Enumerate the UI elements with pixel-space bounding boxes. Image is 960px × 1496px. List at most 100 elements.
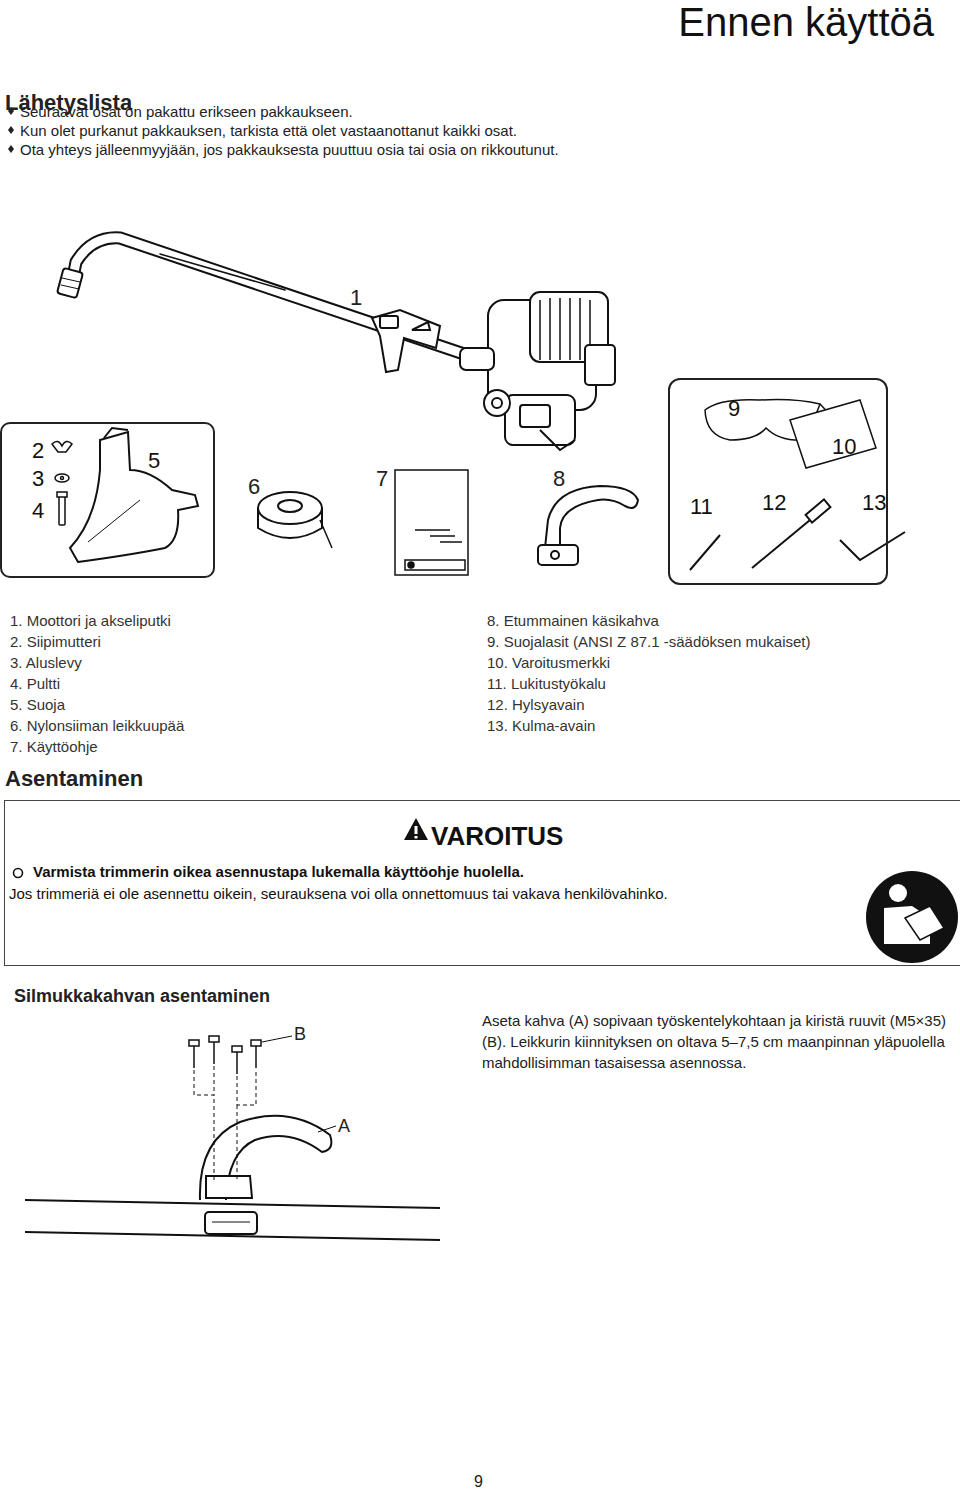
drawing-part <box>405 560 465 570</box>
drawing-part <box>255 1046 257 1068</box>
part-list-item: 9. Suojalasit (ANSI Z 87.1 -säädöksen mu… <box>487 633 810 651</box>
bullet-text: Kun olet purkanut pakkauksen, tarkista e… <box>20 122 517 140</box>
drawing-part <box>520 405 550 427</box>
bullet-text: Ota yhteys jälleenmyyjään, jos pakkaukse… <box>20 141 559 159</box>
callout-number: 7 <box>376 466 388 492</box>
trimmer-head <box>258 492 332 548</box>
drawing-part <box>540 298 590 360</box>
callout-number: 4 <box>32 498 44 524</box>
drawing-part <box>372 310 440 372</box>
drawing-part <box>194 1070 214 1180</box>
drawing-part <box>104 428 128 438</box>
drawing-part <box>205 1212 257 1234</box>
drawing-part <box>492 398 502 408</box>
warning-box: VAROITUS Varmista trimmerin oikea asennus… <box>4 800 960 966</box>
accessory-box: 910111213 <box>668 378 888 585</box>
warning-text: Varmista trimmerin oikea asennustapa luk… <box>33 863 524 881</box>
drawing-part <box>505 395 575 445</box>
drawing-part <box>236 1052 238 1074</box>
drawing-part <box>57 268 83 298</box>
part-list-item: 8. Etummainen käsikahva <box>487 612 659 630</box>
subsection-heading: Silmukkakahvan asentaminen <box>14 986 270 1008</box>
drawing-part <box>540 430 575 450</box>
warning-triangle <box>404 818 428 840</box>
drawing-part <box>320 520 332 548</box>
drawing-part <box>61 285 79 289</box>
callout-letter: A <box>338 1116 350 1138</box>
drawing-part <box>395 470 468 575</box>
drawing-part <box>25 1200 440 1208</box>
part-list-item: 1. Moottori ja akseliputki <box>10 612 171 630</box>
drawing-part <box>404 818 428 840</box>
drawing-part <box>430 535 455 537</box>
engine <box>460 292 615 450</box>
callout-number: 2 <box>32 438 44 464</box>
drawing-part <box>8 145 14 153</box>
drawing-part <box>237 1105 238 1180</box>
drawing-part <box>484 390 510 416</box>
drawing-part <box>752 520 810 568</box>
drawing-part <box>262 1036 292 1042</box>
drawing-part <box>189 1040 199 1046</box>
drawing-part <box>206 1176 252 1198</box>
instruction-text: Aseta kahva (A) sopivaan työskentelykoht… <box>482 1010 958 1073</box>
drawing-part <box>408 562 414 568</box>
drawing-part <box>538 545 578 565</box>
manual <box>395 470 468 575</box>
drawing-part <box>415 529 450 531</box>
drawing-part <box>551 551 559 559</box>
callout-number: 5 <box>148 448 160 474</box>
section-heading: Asentaminen <box>5 766 143 792</box>
drawing-part <box>209 1036 219 1042</box>
part-list-item: 6. Nylonsiiman leikkuupää <box>10 717 184 735</box>
drawing-part <box>790 400 876 468</box>
drawing-part <box>415 826 418 834</box>
drawing-part <box>840 532 905 560</box>
drawing-part <box>55 474 69 482</box>
part-list-item: 5. Suoja <box>10 696 65 714</box>
drawing-part <box>59 495 65 525</box>
part-list-item: 2. Siipimutteri <box>10 633 101 651</box>
drawing-part <box>585 345 615 385</box>
callout-number: 8 <box>553 466 565 492</box>
callout-number: 10 <box>832 434 856 460</box>
drawing-part <box>258 492 322 524</box>
drawing-part <box>380 316 398 328</box>
callout-number: 6 <box>248 474 260 500</box>
drawing-part <box>212 1222 250 1223</box>
drawing-part <box>690 535 720 570</box>
drawing-part <box>237 1070 256 1105</box>
part-list-item: 7. Käyttöohje <box>10 738 98 756</box>
callout-number: 13 <box>862 490 886 516</box>
part-list-item: 10. Varoitusmerkki <box>487 654 610 672</box>
drawing-part <box>440 541 462 543</box>
parts-box: 2345 <box>0 422 215 578</box>
part-list-item: 4. Pultti <box>10 675 60 693</box>
drawing-part <box>806 499 831 522</box>
screws <box>189 1036 261 1074</box>
drawing-part <box>866 871 958 963</box>
bullet-text: Seuraavat osat on pakattu erikseen pakka… <box>20 103 353 121</box>
bullet-circle <box>14 869 23 878</box>
shaft-install <box>25 1116 440 1240</box>
part-list-item: 12. Hylsyavain <box>487 696 585 714</box>
fastener-parts <box>52 441 72 525</box>
callout-number: 12 <box>762 490 786 516</box>
callout-number: 9 <box>728 396 740 422</box>
drawing-part <box>8 126 14 134</box>
guard <box>70 428 198 562</box>
part-list-item: 13. Kulma-avain <box>487 717 595 735</box>
warning-sticker <box>790 400 876 468</box>
drawing-part <box>88 500 140 542</box>
drawing-part <box>193 1046 195 1068</box>
drawing-part <box>318 1126 336 1132</box>
warning-heading: VAROITUS <box>431 821 563 852</box>
drawing-part <box>278 500 302 512</box>
drawing-part <box>62 278 80 282</box>
drawing-part <box>232 1046 242 1052</box>
drawing-part <box>545 486 638 548</box>
callout-letter: B <box>294 1024 306 1046</box>
drawing-part <box>160 254 285 290</box>
drawing-part <box>889 884 907 902</box>
